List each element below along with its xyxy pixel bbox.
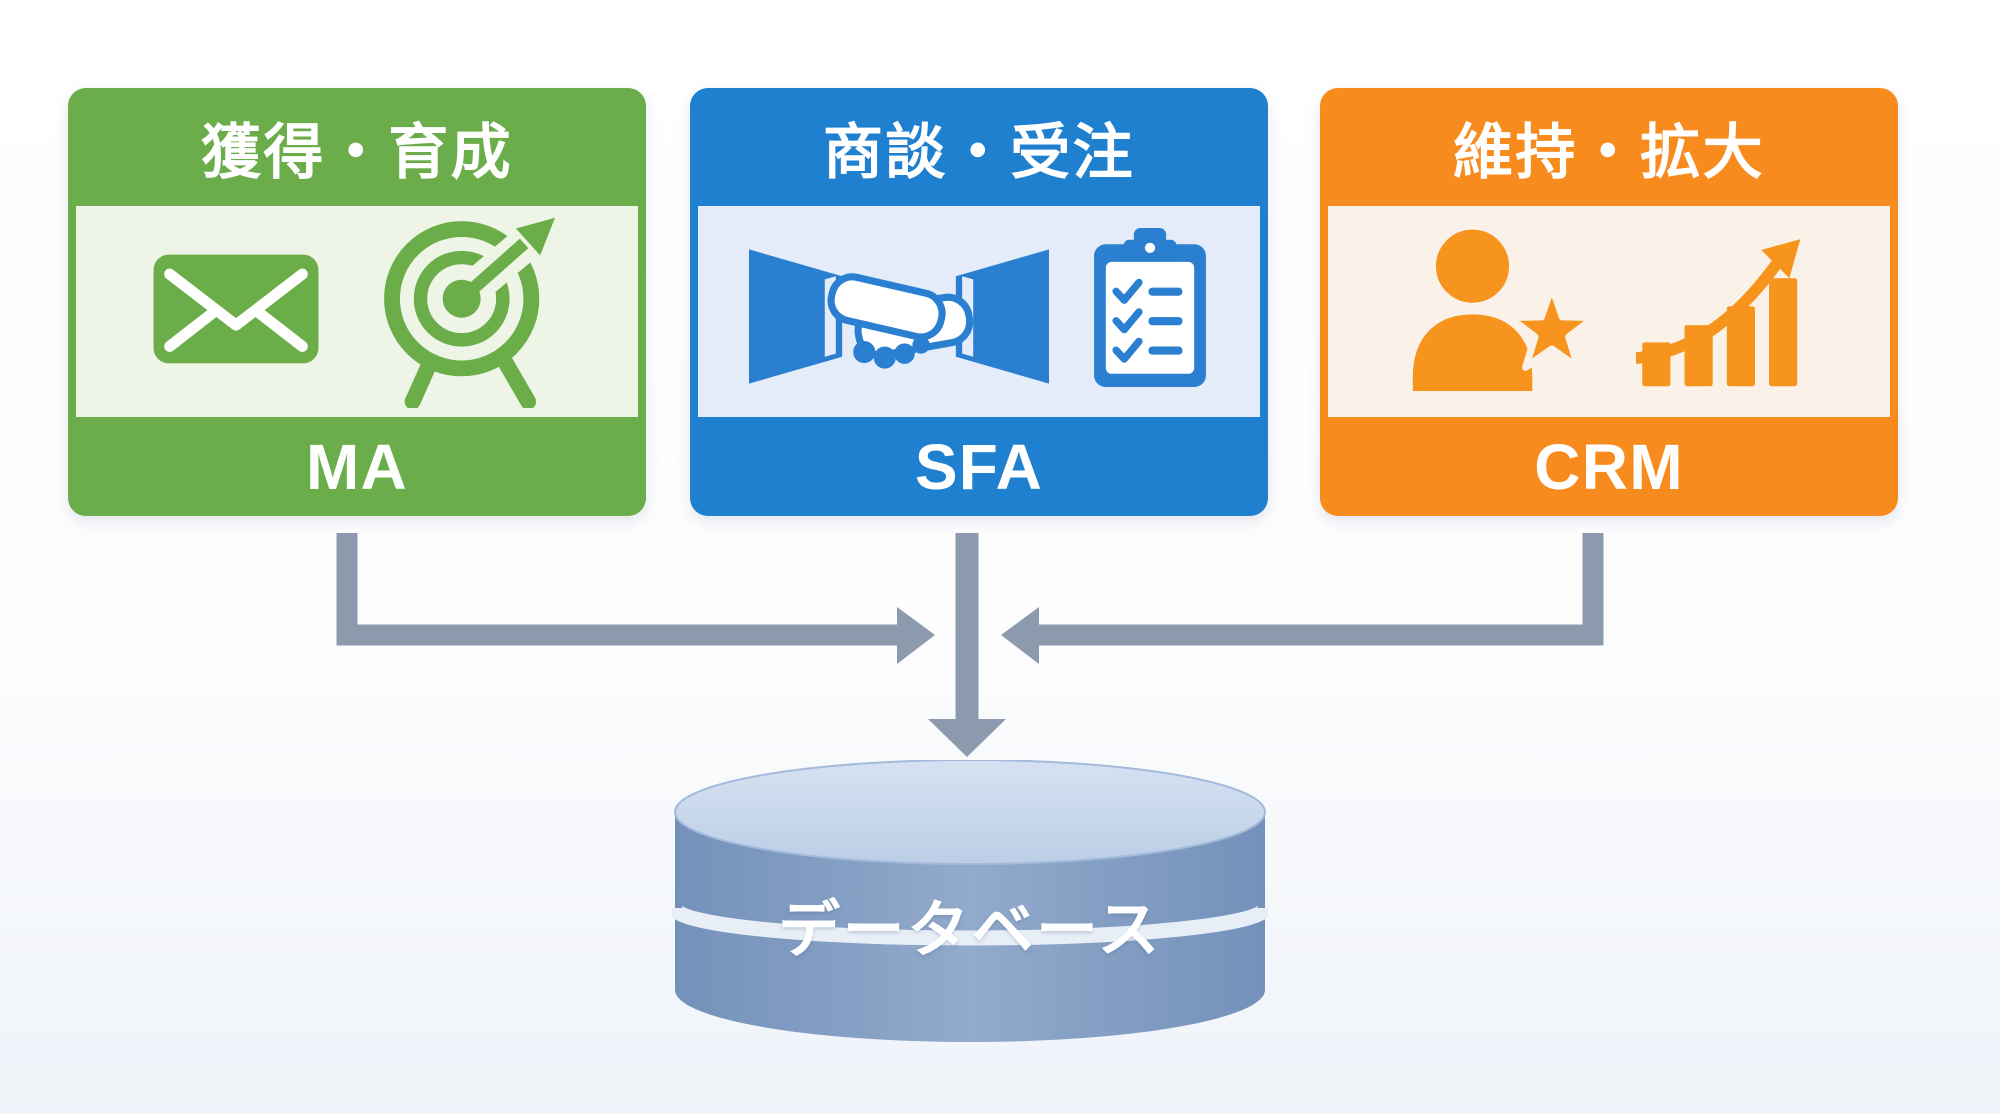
crm-box: 維持・拡大 CRM bbox=[1320, 88, 1898, 516]
crm-system-label: CRM bbox=[1534, 430, 1684, 503]
crm-arrowhead-icon bbox=[1001, 607, 1039, 664]
database-label: データベース bbox=[778, 896, 1162, 965]
crm-stage-title: 維持・拡大 bbox=[1453, 118, 1765, 186]
sfa-box: 商談・受注 bbox=[690, 88, 1268, 516]
sfa-stage-title: 商談・受注 bbox=[823, 118, 1135, 186]
ma-box: 獲得・育成 bbox=[68, 88, 646, 516]
crm-icon-panel bbox=[1328, 206, 1890, 417]
handshake-icon bbox=[749, 224, 1049, 399]
down-arrowhead-icon bbox=[928, 719, 1006, 757]
growth-chart-icon bbox=[1631, 231, 1816, 393]
clipboard-checklist-icon bbox=[1091, 228, 1209, 395]
database-cylinder-icon bbox=[672, 760, 1268, 1042]
person-star-icon bbox=[1403, 224, 1608, 399]
ma-stage-title: 獲得・育成 bbox=[201, 118, 513, 186]
sfa-system-label: SFA bbox=[914, 430, 1044, 503]
target-arrow-icon bbox=[373, 204, 569, 413]
ma-arrowhead-icon bbox=[897, 607, 935, 664]
ma-system-label: MA bbox=[305, 430, 409, 503]
sfa-icon-panel bbox=[698, 206, 1260, 417]
ma-icon-panel bbox=[76, 204, 638, 417]
crm-to-db-connector bbox=[1039, 533, 1604, 646]
mail-icon bbox=[151, 252, 321, 371]
ma-to-db-connector bbox=[336, 533, 897, 646]
